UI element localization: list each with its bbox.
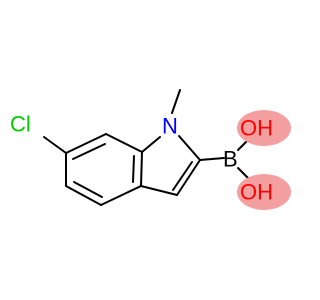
bond-c5-c4 [65, 185, 102, 206]
hydroxyl-top-label: OH [240, 116, 273, 141]
oh-highlights [237, 110, 291, 210]
bond-c2-c3 [176, 159, 201, 196]
oh-bottom-highlight [237, 174, 291, 210]
bond-c4-c3a [100, 185, 142, 206]
hydroxyl-bottom-label: OH [240, 180, 273, 205]
chlorine-label: Cl [10, 112, 31, 137]
boron-label: B [223, 147, 238, 172]
bonds [43, 89, 251, 206]
bond-n-c2 [178, 135, 201, 161]
bond-c3-c3a [140, 185, 178, 196]
atom-labels: Cl N B OH OH [10, 112, 273, 205]
bond-n-methyl [171, 89, 181, 114]
nitrogen-label: N [162, 114, 178, 139]
bond-c7a-n [141, 136, 161, 153]
bond-c6-cl [43, 136, 67, 154]
bond-c7-c6-inner [72, 143, 106, 160]
molecule-diagram: Cl N B OH OH [10, 89, 291, 210]
bond-c7-c6 [65, 133, 107, 154]
bond-c3a-c7a [140, 151, 143, 187]
bond-c2-c3-inner [172, 161, 193, 191]
bond-c2-b [199, 157, 225, 161]
oh-top-highlight [237, 110, 291, 146]
bond-c5-c4-inner [73, 181, 103, 198]
bond-c3a-c7a-inner [132, 155, 135, 183]
bond-c7a-c7 [105, 133, 143, 153]
